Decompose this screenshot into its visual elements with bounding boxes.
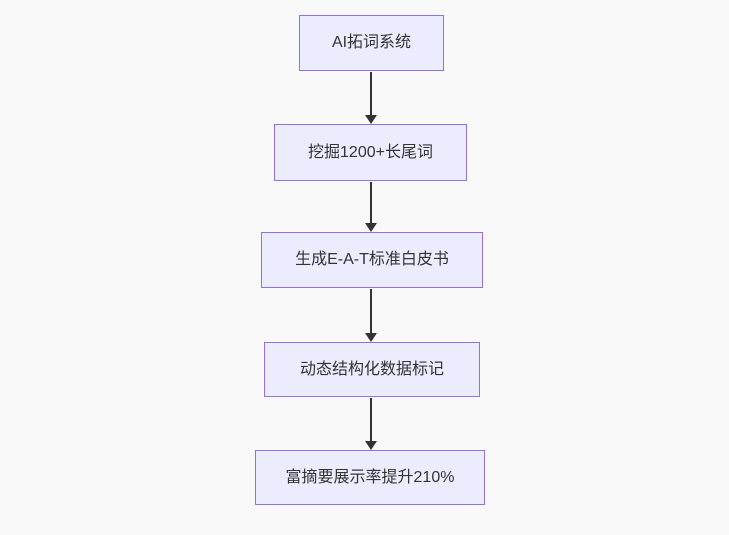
- flow-arrow-2: [365, 182, 377, 232]
- node-label: AI拓词系统: [331, 34, 412, 52]
- node-label: 动态结构化数据标记: [299, 360, 444, 378]
- arrow-head-down-icon: [365, 333, 377, 342]
- node-label: 富摘要展示率提升210%: [285, 468, 455, 486]
- node-label: 生成E-A-T标准白皮书: [295, 251, 449, 269]
- node-label: 挖掘1200+长尾词: [308, 143, 433, 161]
- flowchart-node-longtail-keywords: 挖掘1200+长尾词: [274, 124, 467, 181]
- arrow-line: [370, 289, 372, 334]
- flow-arrow-4: [365, 398, 377, 450]
- flow-arrow-1: [365, 72, 377, 124]
- flow-arrow-3: [365, 289, 377, 342]
- arrow-head-down-icon: [365, 441, 377, 450]
- flowchart-node-structured-data-markup: 动态结构化数据标记: [264, 342, 480, 397]
- arrow-head-down-icon: [365, 115, 377, 124]
- arrow-line: [370, 182, 372, 224]
- flowchart-node-eat-whitepaper: 生成E-A-T标准白皮书: [261, 232, 483, 288]
- arrow-line: [370, 398, 372, 442]
- flowchart-node-rich-snippet-rate: 富摘要展示率提升210%: [255, 450, 485, 505]
- arrow-head-down-icon: [365, 223, 377, 232]
- arrow-line: [370, 72, 372, 116]
- flowchart-node-ai-word-system: AI拓词系统: [299, 15, 444, 71]
